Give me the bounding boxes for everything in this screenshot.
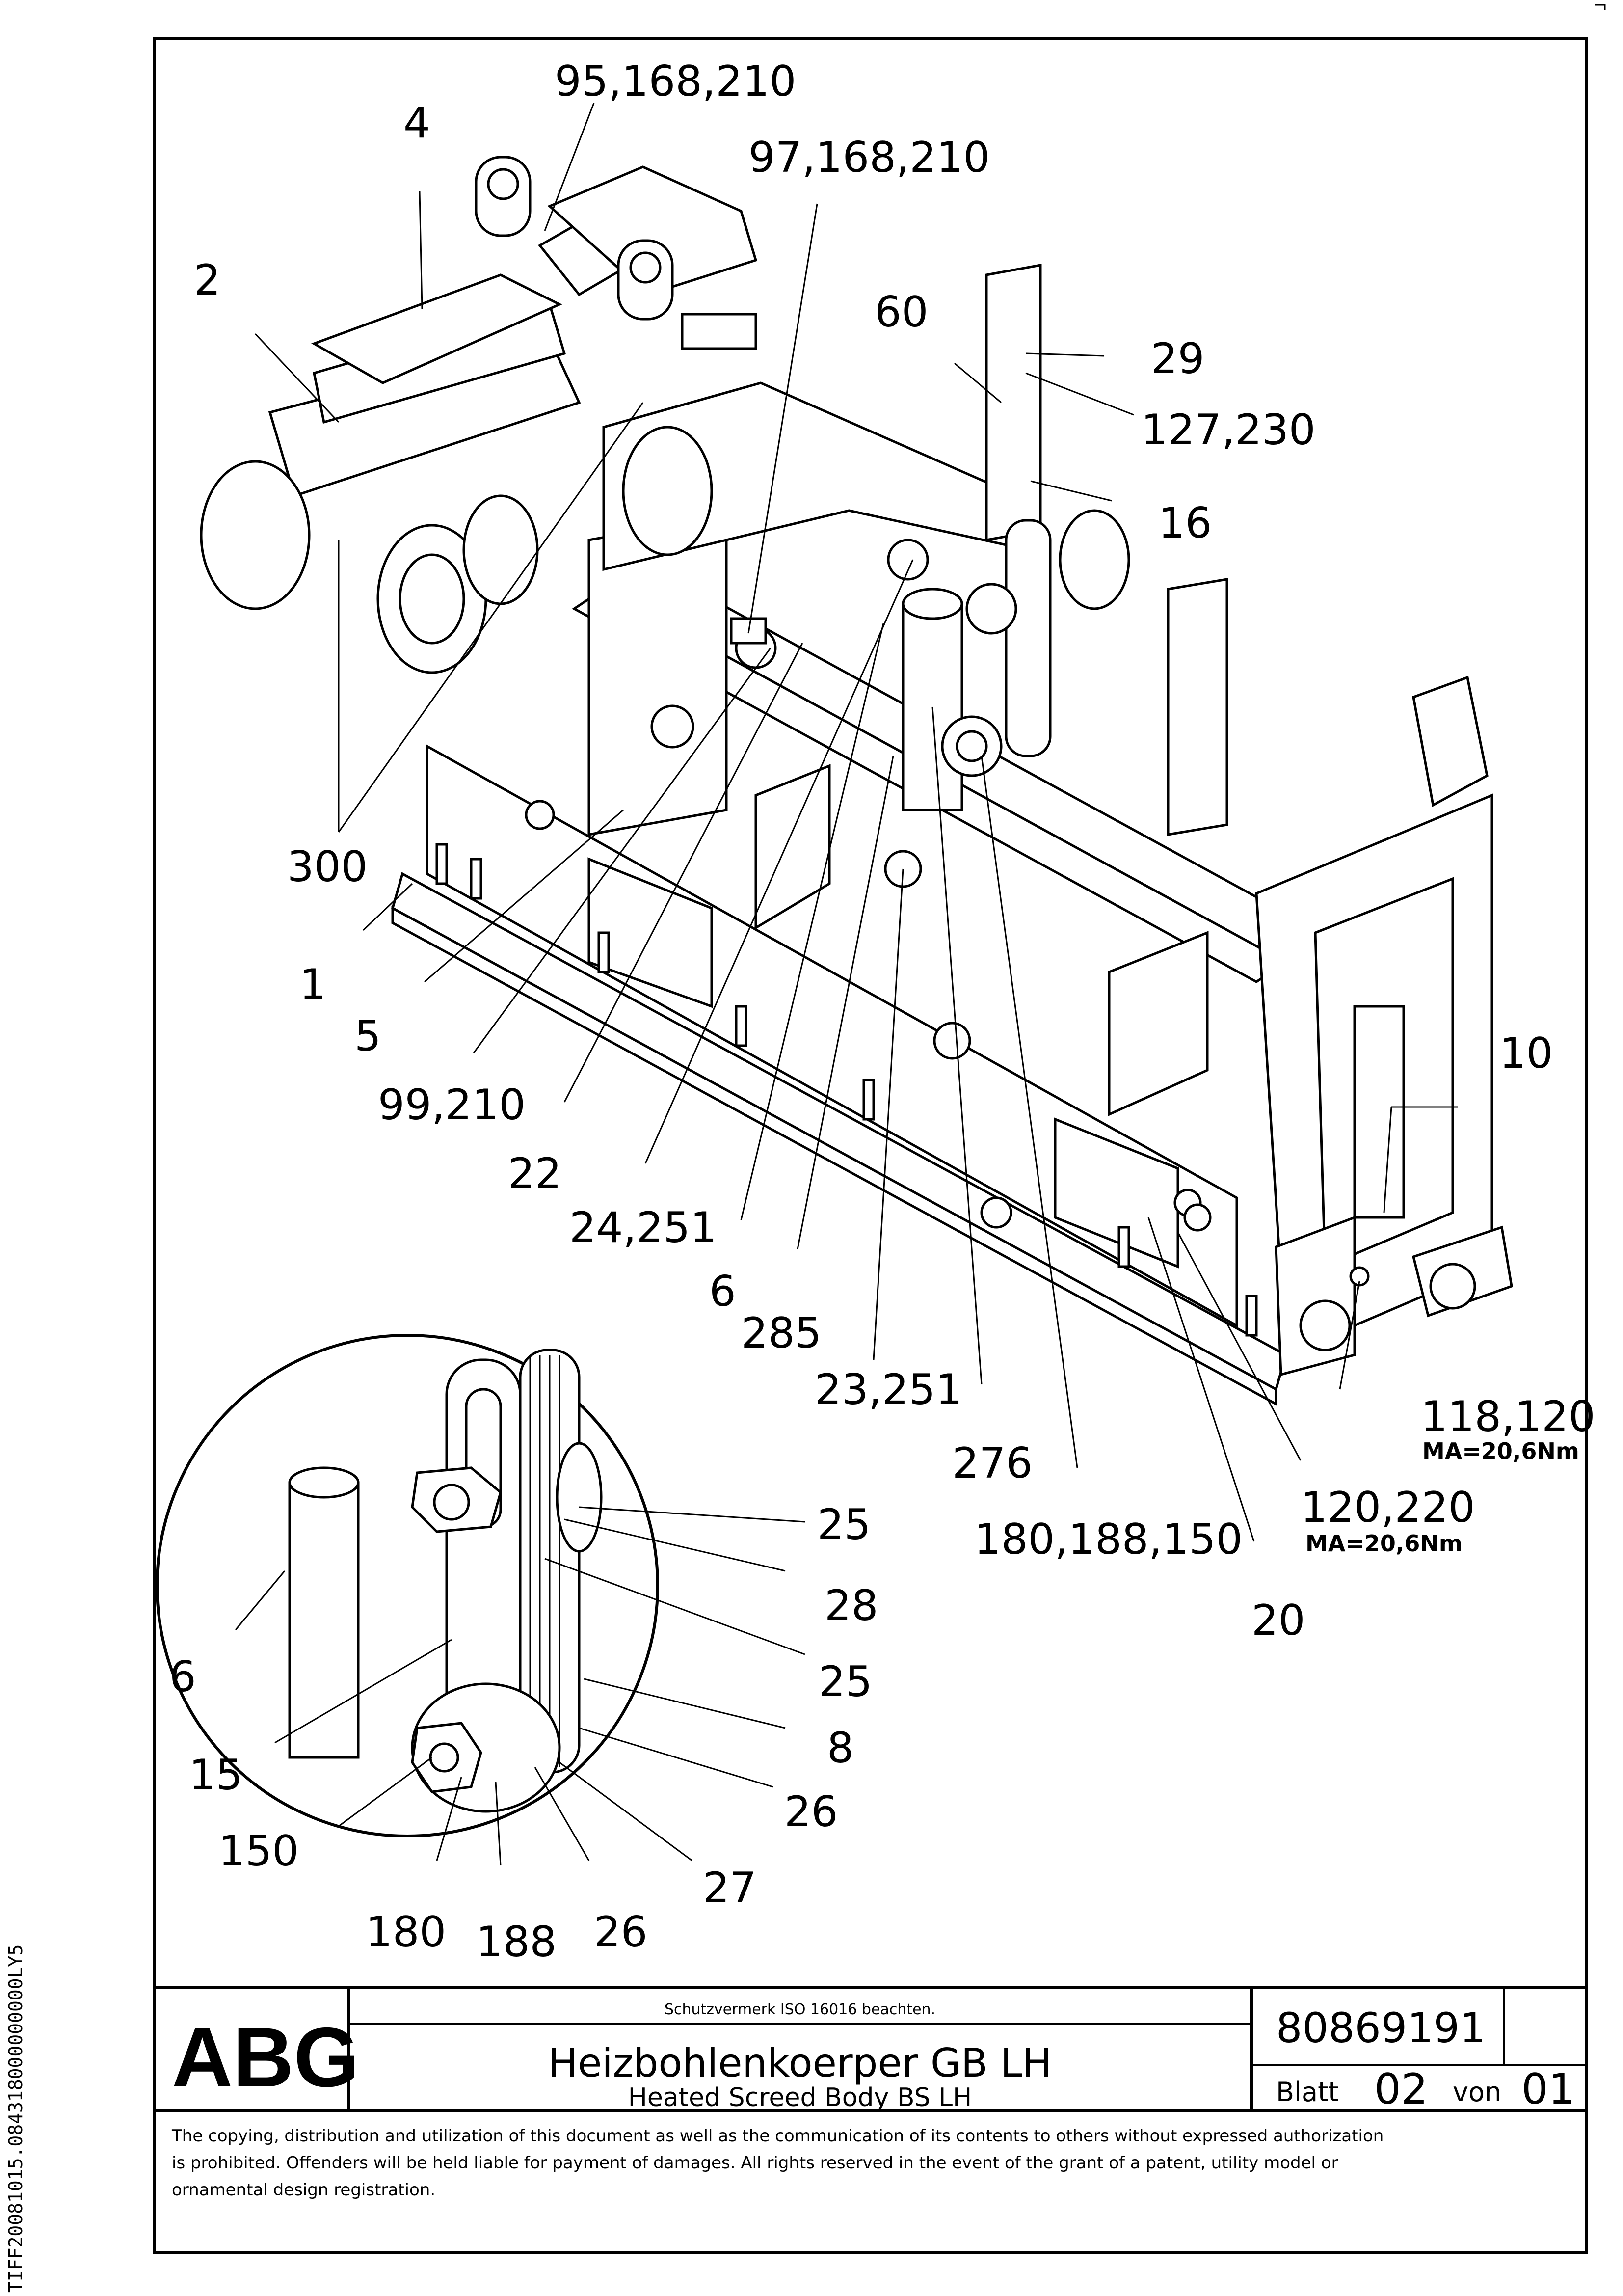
callout-4: 4 [403,99,430,148]
detail-callout-28: 28 [825,1581,878,1630]
callout-97-168-210: 97,168,210 [748,133,990,182]
drawing-title-de: Heizbohlenkoerper GB LH [548,2040,1052,2086]
callout-1: 1 [299,960,326,1009]
callout-29: 29 [1151,334,1204,383]
callout-labels: 4 95,168,210 97,168,210 2 60 29 127,230 … [194,57,1596,1645]
callout-276: 276 [952,1439,1033,1488]
callout-24-251: 24,251 [569,1203,717,1252]
detail-callout-180: 180 [366,1908,446,1957]
detail-callout-27: 27 [703,1864,756,1913]
detail-callout-8: 8 [827,1724,854,1773]
leader-lines [254,103,1458,1542]
callout-285: 285 [741,1309,822,1358]
side-reference: TIFF20081015.084318000000000LY5 [5,1945,27,2293]
sheet-number: 02 [1374,2065,1428,2114]
detail-callout-26-right: 26 [784,1787,838,1837]
drawing-number: 80869191 [1276,2004,1486,2052]
corner-mark [1595,4,1606,10]
of-label: von [1453,2077,1501,2107]
detail-callout-labels: 25 28 25 8 26 27 26 188 180 150 15 6 [169,1500,878,1967]
detail-callout-188: 188 [476,1918,557,1967]
callout-5: 5 [354,1012,381,1061]
callout-10: 10 [1499,1029,1553,1078]
callout-60: 60 [875,288,928,337]
callout-23-251: 23,251 [815,1365,962,1414]
sheet-total: 01 [1521,2065,1575,2114]
company-logo: ABG [172,2010,359,2105]
callout-127-230: 127,230 [1141,405,1316,455]
callout-16: 16 [1158,499,1212,548]
copyright-line-1: The copying, distribution and utilizatio… [171,2126,1384,2146]
callout-95-168-210: 95,168,210 [555,57,796,106]
callout-6: 6 [709,1267,736,1316]
detail-callout-15: 15 [189,1751,242,1800]
callout-180-188-150: 180,188,150 [974,1515,1243,1564]
detail-callout-6: 6 [169,1652,196,1702]
callout-118-120: 118,120 [1421,1392,1596,1441]
detail-leader-lines [235,1506,805,1866]
copyright-notice: The copying, distribution and utilizatio… [171,2126,1384,2200]
copyright-line-2: is prohibited. Offenders will be held li… [172,2153,1338,2173]
callout-20: 20 [1251,1596,1305,1645]
callout-300: 300 [287,842,368,891]
main-assembly-drawing [200,156,1513,1406]
sheet-label: Blatt [1276,2077,1339,2107]
callout-2: 2 [194,256,221,305]
detail-callout-25-top: 25 [817,1500,871,1549]
callout-99-210: 99,210 [378,1080,526,1130]
title-block: ABG Schutzvermerk ISO 16016 beachten. He… [172,1987,1586,2114]
callout-120-220: 120,220 [1301,1483,1475,1532]
callout-120-torque: MA=20,6Nm [1305,1530,1463,1557]
drawing-title-en: Heated Screed Body BS LH [628,2083,972,2112]
sheet-border [153,37,1588,2254]
detail-callout-25-mid: 25 [819,1657,872,1706]
detail-view [156,1334,659,1837]
detail-callout-150: 150 [218,1827,299,1876]
copyright-line-3: ornamental design registration. [172,2180,435,2200]
protection-note: Schutzvermerk ISO 16016 beachten. [665,2001,935,2018]
detail-callout-26-bottom: 26 [594,1908,647,1957]
callout-22: 22 [508,1149,561,1198]
callout-118-torque: MA=20,6Nm [1422,1438,1579,1464]
